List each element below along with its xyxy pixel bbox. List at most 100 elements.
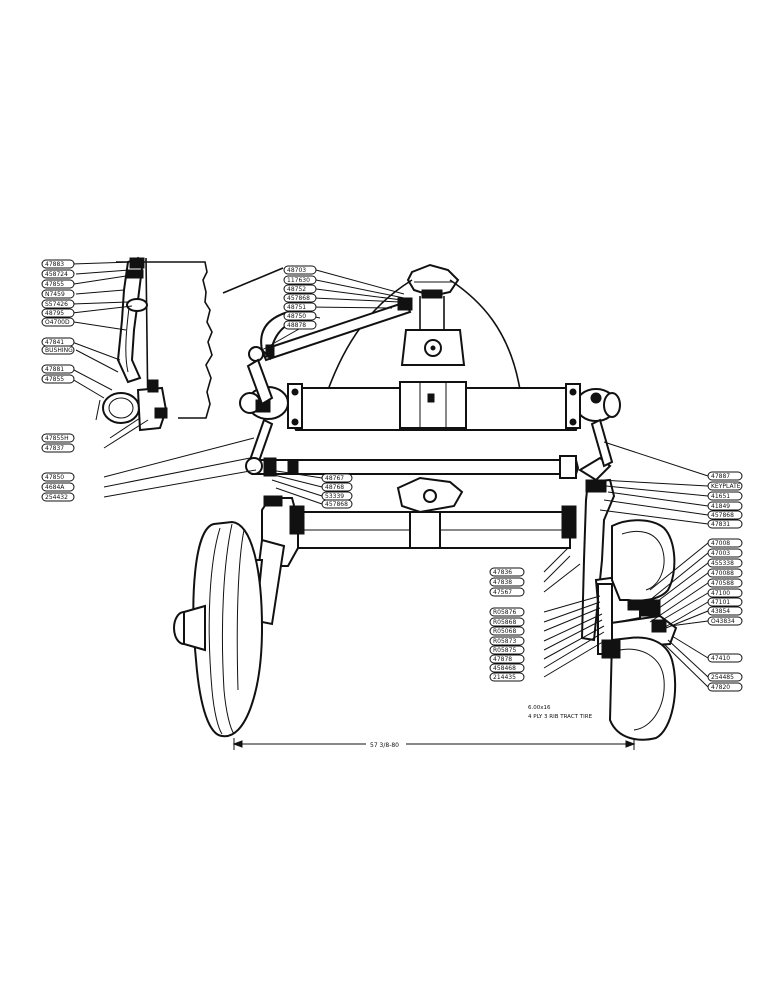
callout-part-number: 214435: [493, 674, 516, 681]
callout-part-number: R05868: [493, 619, 516, 626]
callout-part-number: 47820: [711, 684, 730, 691]
callout-outline: [707, 548, 743, 558]
callout-part-number: R05876: [493, 609, 516, 616]
part-callout-tag: R05068: [489, 626, 525, 636]
callout-outline: [41, 308, 75, 318]
callout-outline: [707, 519, 743, 529]
callout-part-number: 47836: [493, 569, 512, 576]
callout-part-number: 254432: [45, 494, 68, 501]
part-callout-tag: 47410: [707, 653, 743, 663]
callout-part-number: 48750: [287, 313, 306, 320]
callout-outline: [489, 567, 525, 577]
part-callout-tag: 47837: [41, 443, 75, 453]
part-callout-tag: BUSHING: [41, 345, 75, 355]
callout-part-number: R05873: [493, 638, 516, 645]
right-wheel-section: [597, 519, 677, 741]
callout-outline: [707, 578, 743, 588]
part-callout-tag: 455338: [707, 558, 743, 568]
part-callout-tag: 41849: [707, 501, 743, 511]
callout-part-number: BUSHING: [45, 347, 73, 354]
part-callout-tag: 470088: [707, 568, 743, 578]
part-number-callouts: 4788345872447855N7459S5742648795O4700D47…: [41, 259, 743, 692]
part-callout-tag: S57426: [41, 299, 75, 309]
part-callout-tag: R05868: [489, 617, 525, 627]
callout-outline: [41, 345, 75, 355]
callout-part-number: 53339: [325, 493, 344, 500]
callout-outline: [41, 299, 75, 309]
part-callout-tag: 48703: [283, 265, 317, 275]
part-callout-tag: 47838: [489, 577, 525, 587]
part-callout-tag: 117630: [283, 275, 317, 285]
callout-part-number: O43834: [711, 618, 735, 625]
part-callout-tag: 254432: [41, 492, 75, 502]
part-callout-tag: 254485: [707, 672, 743, 682]
callout-outline: [489, 672, 525, 682]
callout-outline: [489, 617, 525, 627]
callout-outline: [707, 672, 743, 682]
callout-outline: [283, 275, 317, 285]
part-callout-tag: 48767: [321, 473, 353, 483]
part-callout-tag: R05873: [489, 636, 525, 646]
callout-part-number: 117630: [287, 277, 310, 284]
callout-outline: [707, 471, 743, 481]
callout-outline: [489, 663, 525, 673]
callout-part-number: 47003: [711, 550, 730, 557]
callout-outline: [489, 577, 525, 587]
part-callout-tag: 458468: [489, 663, 525, 673]
callout-outline: [707, 597, 743, 607]
callout-part-number: 48703: [287, 267, 306, 274]
callout-part-number: 47855: [45, 281, 64, 288]
tread-dimension-label: 57 3/8-80: [370, 742, 399, 749]
part-callout-tag: 47008: [707, 538, 743, 548]
callout-part-number: 47101: [711, 599, 730, 606]
callout-part-number: 457868: [711, 512, 734, 519]
callout-outline: [283, 302, 317, 312]
callout-outline: [489, 626, 525, 636]
callout-part-number: 47855: [45, 376, 64, 383]
tire-note: 6.00x16 4 PLY 3 RIB TRACT TIRE: [528, 705, 593, 720]
callout-outline: [41, 482, 75, 492]
callout-part-number: 47410: [711, 655, 730, 662]
part-callout-tag: 47567: [489, 587, 525, 597]
callout-part-number: N7459: [45, 291, 65, 298]
callout-outline: [41, 317, 75, 327]
part-callout-tag: 4684A: [41, 482, 75, 492]
callout-outline: [489, 587, 525, 597]
part-callout-tag: O4700D: [41, 317, 75, 327]
callout-outline: [707, 491, 743, 501]
callout-outline: [41, 492, 75, 502]
part-callout-tag: 47855: [41, 374, 75, 384]
part-callout-tag: 470588: [707, 578, 743, 588]
callout-part-number: 47850: [45, 474, 64, 481]
callout-outline: [489, 636, 525, 646]
left-wheel: [173, 520, 264, 738]
part-callout-tag: 458724: [41, 269, 75, 279]
callout-outline: [41, 279, 75, 289]
part-callout-tag: 47855H: [41, 433, 75, 443]
callout-part-number: 470088: [711, 570, 734, 577]
callout-part-number: 47887: [711, 473, 730, 480]
callout-outline: [707, 568, 743, 578]
part-callout-tag: 41651: [707, 491, 743, 501]
part-callout-tag: 47878: [489, 654, 525, 664]
callout-outline: [283, 320, 317, 330]
callout-outline: [41, 364, 75, 374]
callout-part-number: KEYPLATE: [711, 483, 741, 490]
callout-part-number: 4684A: [45, 484, 65, 491]
callout-part-number: 470588: [711, 580, 734, 587]
callout-part-number: 47838: [493, 579, 512, 586]
tread-dimension: 57 3/8-80: [232, 738, 636, 750]
callout-outline: [707, 606, 743, 616]
part-callout-tag: 47831: [707, 519, 743, 529]
callout-part-number: 48751: [287, 304, 306, 311]
callout-outline: [321, 473, 353, 483]
part-callout-tag: 47101: [707, 597, 743, 607]
part-callout-tag: 47836: [489, 567, 525, 577]
callout-outline: [707, 510, 743, 520]
callout-outline: [41, 374, 75, 384]
part-callout-tag: 457868: [707, 510, 743, 520]
callout-part-number: 47567: [493, 589, 512, 596]
callout-outline: [489, 607, 525, 617]
callout-outline: [707, 682, 743, 692]
